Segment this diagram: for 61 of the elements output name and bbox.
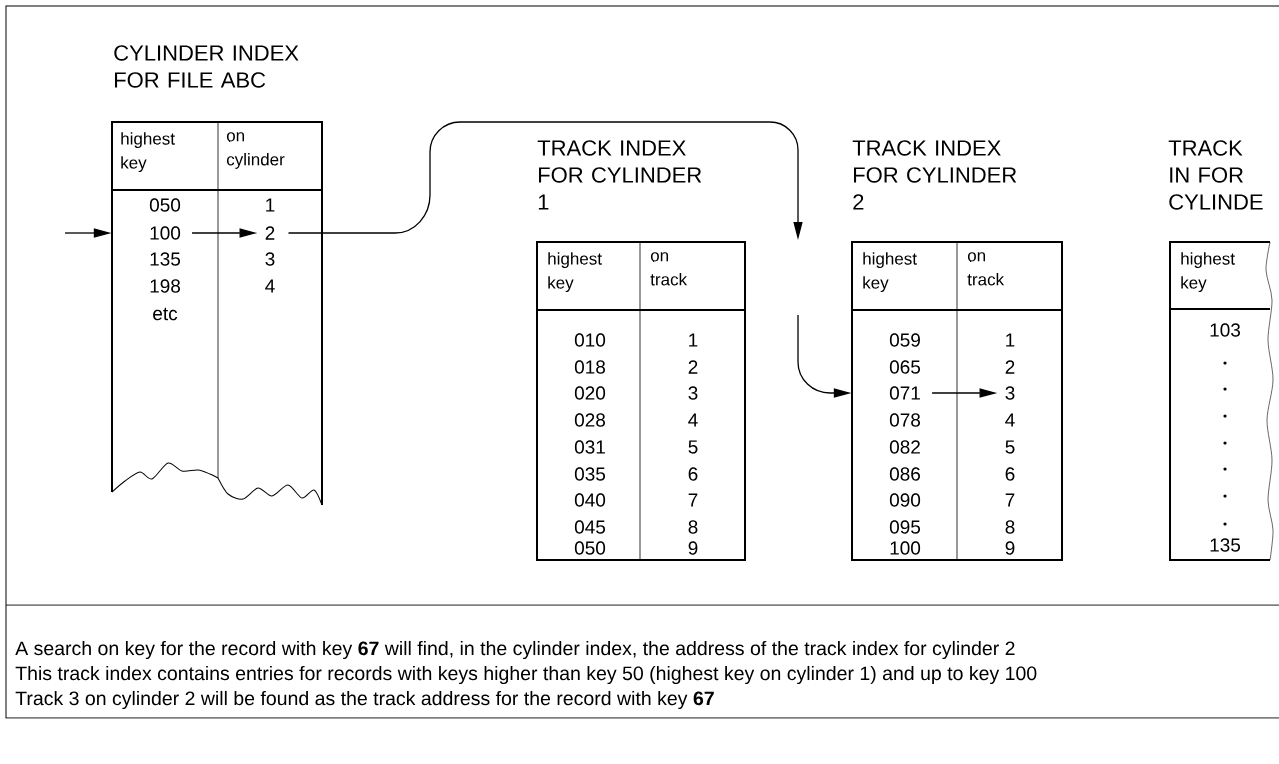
key-value: 045 bbox=[574, 520, 606, 534]
key-value: 198 bbox=[150, 279, 180, 293]
description-text: Track 3 on cylinder 2 will be found as the track address for the record with key 67 bbox=[15, 690, 714, 710]
column-header: highest key bbox=[548, 252, 602, 293]
key-value: 135 bbox=[150, 252, 181, 266]
index-number: 5 bbox=[688, 440, 698, 454]
key-value: etc bbox=[153, 307, 178, 321]
table-title: CYLINDER INDEX FOR FILE ABC bbox=[114, 45, 299, 88]
index-number: 4 bbox=[1005, 413, 1015, 427]
table-title: TRACK INDEX FOR CYLINDER 1 bbox=[537, 140, 702, 210]
key-value: 086 bbox=[889, 467, 920, 481]
cylinder-number: 2 bbox=[265, 226, 275, 240]
index-number: 4 bbox=[265, 279, 275, 293]
index-number: 9 bbox=[1005, 541, 1015, 555]
column-header: highest key bbox=[863, 252, 917, 293]
index-number: 7 bbox=[688, 493, 698, 507]
key-value: 035 bbox=[574, 467, 606, 481]
index-number: 1 bbox=[689, 333, 698, 347]
index-number: 2 bbox=[688, 360, 698, 374]
key-value: 010 bbox=[574, 333, 606, 347]
key-value: 135 bbox=[1210, 538, 1241, 552]
key-value: 095 bbox=[889, 520, 921, 534]
key-value: 100 bbox=[890, 541, 921, 555]
index-number: 2 bbox=[1005, 360, 1015, 374]
key-value: 078 bbox=[889, 413, 921, 427]
index-number: 3 bbox=[265, 252, 275, 266]
track-number: 3 bbox=[1005, 386, 1015, 400]
key-value: 040 bbox=[574, 493, 606, 507]
index-number: 9 bbox=[688, 541, 698, 555]
index-number: 4 bbox=[688, 413, 698, 427]
table-title: TRACK IN FOR CYLINDE bbox=[1168, 140, 1263, 210]
column-header: highest key bbox=[1181, 252, 1235, 293]
key-value: 050 bbox=[574, 541, 606, 555]
index-number: 1 bbox=[1006, 333, 1015, 347]
column-header: highest key bbox=[121, 132, 175, 173]
table-title: TRACK INDEX FOR CYLINDER 2 bbox=[852, 140, 1017, 210]
key-value: 082 bbox=[889, 440, 920, 454]
key-value: 031 bbox=[574, 440, 605, 454]
description-text: This track index contains entries for records with keys higher than key 50 (highest key on cylinder 1) and up to key 100 bbox=[15, 665, 1037, 685]
key-value: 059 bbox=[889, 333, 920, 347]
key-value: 103 bbox=[1210, 323, 1240, 337]
key-value: 071 bbox=[889, 386, 920, 400]
key-value: 100 bbox=[150, 226, 181, 240]
index-number: 6 bbox=[688, 467, 698, 481]
key-value: 065 bbox=[889, 360, 921, 374]
index-number: 1 bbox=[266, 198, 275, 212]
description-text: A search on key for the record with key 67 will find, in the cylinder index, the address of the track index for cylinder 2 bbox=[15, 640, 1015, 660]
key-value: 020 bbox=[574, 386, 606, 400]
key-value: 028 bbox=[574, 413, 606, 427]
column-header: on track bbox=[967, 252, 1005, 286]
index-number: 8 bbox=[688, 520, 698, 534]
index-number: 8 bbox=[1005, 520, 1015, 534]
index-number: 7 bbox=[1005, 493, 1015, 507]
column-header: on cylinder bbox=[226, 132, 285, 169]
index-number: 5 bbox=[1005, 440, 1015, 454]
key-value: 090 bbox=[889, 493, 921, 507]
key-value: 050 bbox=[149, 198, 181, 212]
index-number: 6 bbox=[1005, 467, 1015, 481]
key-value: 018 bbox=[574, 360, 606, 374]
index-number: 3 bbox=[688, 386, 698, 400]
column-header: on track bbox=[650, 252, 688, 286]
